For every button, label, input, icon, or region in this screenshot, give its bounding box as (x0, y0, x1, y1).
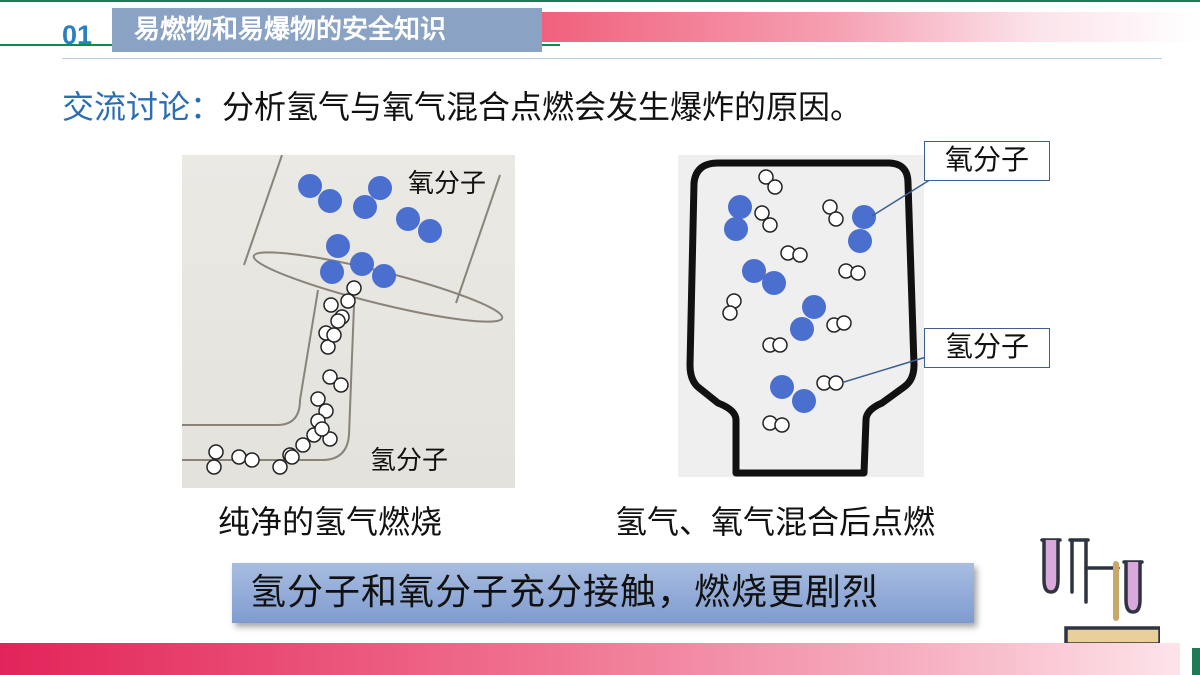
test-tube-rack-icon (1040, 538, 1160, 646)
hydrogen-atom (850, 265, 866, 281)
oxygen-atom (770, 375, 794, 399)
discussion-lead: 交流讨论： (62, 88, 223, 126)
hydrogen-atom (828, 211, 844, 227)
oxygen-atom (728, 195, 752, 219)
oxygen-atom (353, 195, 377, 219)
footer-bar (0, 643, 1180, 675)
hydrogen-atom (754, 205, 770, 221)
oxygen-atom (372, 264, 396, 288)
oxygen-atom (724, 217, 748, 241)
hydrogen-atom (828, 375, 844, 391)
oxygen-atom (742, 259, 766, 283)
right-caption: 氢气、氧气混合后点燃 (615, 503, 936, 541)
hydrogen-atom (244, 452, 260, 468)
header-top-line (0, 0, 1200, 2)
hydrogen-atom (722, 305, 738, 321)
left-molecule-group (206, 174, 442, 475)
hydrogen-atom (792, 247, 808, 263)
hydrogen-atom (836, 315, 852, 331)
bottle-diagram (686, 159, 918, 477)
hydrogen-atom (762, 217, 778, 233)
callout-leaders (843, 175, 937, 383)
hydrogen-atom (322, 369, 338, 385)
conclusion-banner: 氢分子和氧分子充分接触，燃烧更剧烈 (232, 563, 974, 623)
hydrogen-atom (340, 293, 356, 309)
hydrogen-atom (333, 377, 349, 393)
left-hydrogen-label: 氢分子 (370, 446, 449, 476)
oxygen-atom (852, 205, 876, 229)
oxygen-atom (762, 271, 786, 295)
oxygen-atom (418, 219, 442, 243)
hydrogen-atom (326, 327, 342, 343)
hydrogen-atom (314, 421, 330, 437)
hydrogen-atom (231, 449, 247, 465)
section-number: 01 (62, 20, 93, 50)
oxygen-atom (396, 207, 420, 231)
header-gradient-band (540, 12, 1200, 42)
oxygen-atom (298, 174, 322, 198)
hydrogen-atom (310, 391, 326, 407)
nozzle-diagram (182, 154, 504, 475)
discussion-text: 分析氢气与氧气混合点燃会发生爆炸的原因。 (222, 88, 863, 126)
right-hydrogen-callout: 氢分子 (924, 328, 1050, 368)
oxygen-atom (790, 317, 814, 341)
discussion-question: 交流讨论：分析氢气与氧气混合点燃会发生爆炸的原因。 (62, 82, 862, 128)
oxygen-atom (320, 260, 344, 284)
pure-hydrogen-figure: 氧分子 氢分子 (182, 154, 515, 488)
hydrogen-atom (272, 459, 288, 475)
oxygen-atom (326, 234, 350, 258)
left-caption: 纯净的氢气燃烧 (218, 503, 443, 541)
hydrogen-atom (318, 403, 334, 419)
hydrogen-atom (208, 444, 224, 460)
hydrogen-atom (767, 179, 783, 195)
hydrogen-atom (322, 431, 338, 447)
header-rule (62, 58, 1162, 59)
oxygen-atom (318, 189, 342, 213)
hydrogen-atom (295, 437, 311, 453)
footer-corner-strip (1192, 648, 1200, 675)
right-molecule-group (722, 169, 876, 433)
oxygen-atom (792, 389, 816, 413)
hydrogen-atom (330, 313, 346, 329)
oxygen-atom (368, 176, 392, 200)
hydrogen-atom (323, 297, 339, 313)
hydrogen-atom (206, 459, 222, 475)
hydrogen-atom (822, 199, 838, 215)
right-oxygen-callout: 氧分子 (924, 141, 1050, 181)
oxygen-atom (802, 295, 826, 319)
hydrogen-atom (346, 280, 362, 296)
oxygen-atom (350, 252, 374, 276)
left-oxygen-label: 氧分子 (408, 169, 487, 199)
section-title: 易燃物和易爆物的安全知识 (112, 8, 542, 52)
oxygen-atom (848, 229, 872, 253)
hydrogen-atom (758, 169, 774, 185)
hydrogen-atom (284, 449, 300, 465)
hydrogen-atom (772, 337, 788, 353)
hydrogen-atom (320, 339, 336, 355)
hydrogen-atom (774, 417, 790, 433)
